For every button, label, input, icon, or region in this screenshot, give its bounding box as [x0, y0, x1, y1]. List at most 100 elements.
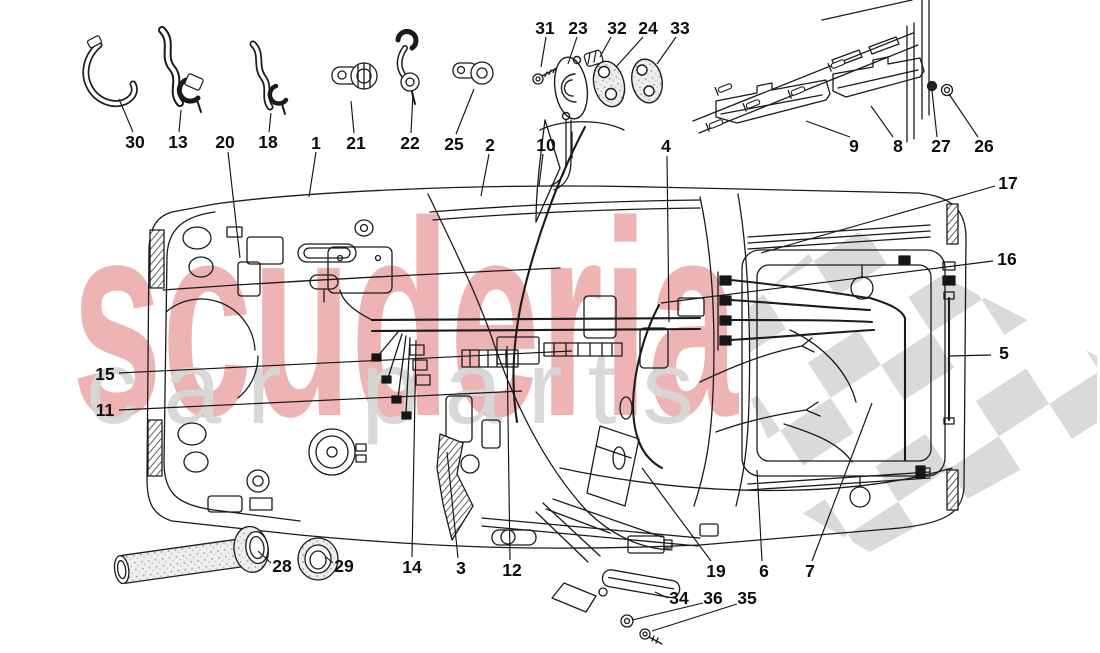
- rear-light-hatch-bottom: [946, 469, 959, 511]
- connector-black: [401, 411, 412, 420]
- screw-31-head: [532, 73, 544, 85]
- conduit-tube-28: [116, 538, 248, 584]
- callout-33[interactable]: 33: [670, 18, 690, 38]
- plate-23-c-opening: [560, 73, 577, 103]
- branch-wire-2: [715, 401, 821, 433]
- callout-leader-13: [178, 109, 182, 133]
- hook-foot: [86, 35, 102, 49]
- callout-25[interactable]: 25: [444, 134, 464, 154]
- callout-32[interactable]: 32: [607, 18, 627, 38]
- clip-22-band-core: [398, 46, 407, 78]
- deck-vent-bottom: [747, 471, 931, 491]
- callout-leader-24: [615, 36, 644, 68]
- grommet-33-hole: [636, 64, 648, 76]
- screw-35-inner: [642, 631, 648, 637]
- comb-strip-1: [461, 349, 519, 368]
- callout-35[interactable]: 35: [737, 588, 757, 608]
- callout-36[interactable]: 36: [703, 588, 723, 608]
- callout-9[interactable]: 9: [849, 136, 859, 156]
- bulkhead-connector: [719, 335, 732, 346]
- tube-28-bore: [116, 560, 127, 580]
- sill-line-b: [481, 525, 699, 547]
- front-grille-hatch-top: [149, 229, 165, 289]
- callout-5[interactable]: 5: [999, 343, 1009, 363]
- clip-22-cylinder: [400, 72, 420, 92]
- callout-leader-34: [654, 591, 669, 599]
- callout-29[interactable]: 29: [334, 556, 354, 576]
- callout-leader-20: [227, 151, 241, 259]
- callout-4[interactable]: 4: [661, 136, 671, 156]
- rear-corner-connector2: [924, 467, 931, 477]
- callout-leader-1: [308, 151, 317, 198]
- rod-connector: [942, 275, 956, 286]
- callout-14[interactable]: 14: [402, 557, 422, 577]
- a-pillar-pennant-edge: [535, 119, 546, 223]
- callout-leader-31: [540, 36, 547, 68]
- callout-leader-5: [949, 354, 992, 357]
- callout-11[interactable]: 11: [96, 400, 115, 420]
- spoiler-plate: [551, 582, 597, 613]
- callout-20[interactable]: 20: [215, 132, 235, 152]
- callout-2[interactable]: 2: [485, 135, 495, 155]
- callout-27[interactable]: 27: [931, 136, 950, 156]
- tunnel-harness-a: [370, 316, 702, 322]
- oval-connector: [619, 396, 633, 420]
- callout-34[interactable]: 34: [669, 588, 689, 608]
- callout-17[interactable]: 17: [998, 173, 1017, 193]
- cable-10: [549, 119, 567, 187]
- bracket-part-3: [436, 433, 474, 541]
- screw-icon: [705, 117, 725, 132]
- callout-leader-26: [948, 93, 979, 138]
- socket-plate-23: [553, 56, 589, 120]
- clip-13-cylinder: [184, 73, 204, 91]
- callout-13[interactable]: 13: [168, 132, 188, 152]
- connector-stack: [409, 344, 425, 356]
- callout-12[interactable]: 12: [502, 560, 522, 580]
- callout-1[interactable]: 1: [311, 133, 321, 153]
- plate-23-rim: [563, 79, 574, 97]
- bulkhead-connector: [719, 315, 732, 326]
- washer-36-hole: [623, 617, 631, 625]
- connector-black: [381, 375, 392, 384]
- callout-30[interactable]: 30: [125, 132, 145, 152]
- callout-31[interactable]: 31: [535, 18, 555, 38]
- harness-16-loop: [631, 303, 664, 470]
- callout-15[interactable]: 15: [95, 364, 115, 384]
- small-module: [226, 226, 243, 238]
- screw-icon: [827, 57, 847, 72]
- sill-block: [699, 523, 719, 537]
- console-box2: [639, 327, 669, 369]
- callout-leader-16: [660, 260, 994, 304]
- clip-22-hook: [395, 29, 419, 51]
- callout-3[interactable]: 3: [456, 558, 466, 578]
- fastener-parts-row: [82, 26, 663, 121]
- callout-leader-23: [567, 36, 578, 65]
- connector-black: [391, 395, 402, 404]
- callout-6[interactable]: 6: [759, 561, 769, 581]
- callout-16[interactable]: 16: [997, 249, 1017, 269]
- a-pillar-pennant: [535, 119, 561, 223]
- callout-21[interactable]: 21: [346, 133, 366, 153]
- screw-dot: [374, 254, 382, 262]
- tunnel-harness-hook: [339, 289, 373, 321]
- callout-10[interactable]: 10: [536, 135, 556, 155]
- callout-26[interactable]: 26: [974, 136, 994, 156]
- callout-24[interactable]: 24: [638, 18, 658, 38]
- callout-22[interactable]: 22: [400, 133, 420, 153]
- booster-port: [355, 454, 367, 463]
- bay-connector-black: [898, 255, 911, 265]
- column-boss: [460, 454, 480, 474]
- callout-19[interactable]: 19: [706, 561, 726, 581]
- callout-leader-11: [118, 390, 523, 411]
- callout-leader-6: [756, 469, 763, 562]
- callout-8[interactable]: 8: [893, 136, 903, 156]
- tube-and-ring-parts: [113, 525, 339, 585]
- spoiler-edge-4: [545, 508, 611, 534]
- comb-teeth-2: [553, 342, 613, 357]
- callout-28[interactable]: 28: [272, 556, 292, 576]
- bracket-34-hook: [598, 587, 608, 597]
- callout-18[interactable]: 18: [258, 132, 278, 152]
- callout-7[interactable]: 7: [805, 561, 815, 581]
- callout-23[interactable]: 23: [568, 18, 588, 38]
